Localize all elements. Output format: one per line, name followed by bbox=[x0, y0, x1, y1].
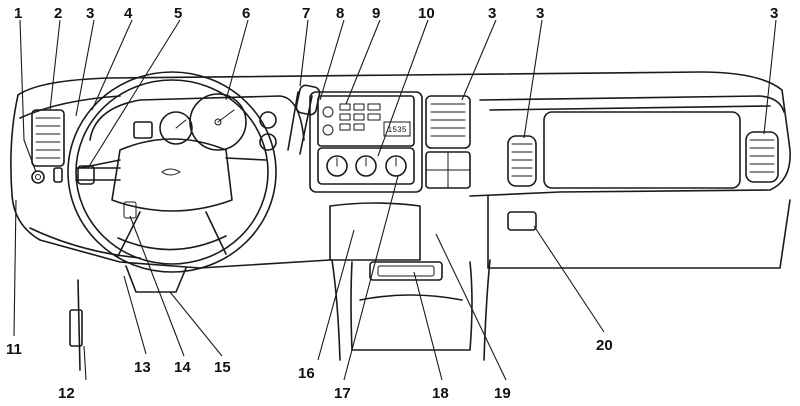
column-shroud bbox=[125, 265, 187, 293]
switch-panel bbox=[425, 151, 471, 189]
instrument-cluster bbox=[89, 93, 305, 151]
callout-8: 8 bbox=[336, 5, 344, 22]
dash-outline bbox=[10, 71, 791, 269]
callout-12: 12 bbox=[58, 385, 75, 402]
radio-display bbox=[383, 121, 411, 137]
headlamp-switch bbox=[31, 167, 63, 184]
callout-11: 11 bbox=[6, 341, 22, 358]
right-center-air-vent bbox=[507, 135, 537, 187]
right-air-vent bbox=[745, 131, 779, 183]
callout-20: 20 bbox=[596, 337, 613, 354]
callout-7: 7 bbox=[302, 5, 310, 22]
shift-lever bbox=[287, 84, 321, 155]
callout-15: 15 bbox=[214, 359, 231, 376]
center-stack bbox=[309, 91, 423, 261]
steering-wheel bbox=[67, 71, 277, 273]
callout-16: 16 bbox=[298, 365, 315, 382]
callout-17: 17 bbox=[334, 385, 351, 402]
ashtray bbox=[369, 261, 443, 281]
callout-4: 4 bbox=[124, 5, 133, 22]
brand-emblem-icon bbox=[161, 168, 181, 176]
callout-10: 10 bbox=[418, 5, 435, 22]
tilt-lever bbox=[123, 201, 137, 219]
radio: 1535 bbox=[317, 95, 415, 147]
callout-18: 18 bbox=[432, 385, 449, 402]
callout-5: 5 bbox=[174, 5, 182, 22]
callout-3-center-vent: 3 bbox=[488, 5, 496, 22]
leader-lines bbox=[13, 19, 777, 381]
callout-2: 2 bbox=[54, 5, 62, 22]
callout-3-left-vent: 3 bbox=[86, 5, 94, 22]
callout-14: 14 bbox=[174, 359, 191, 376]
glove-box bbox=[507, 111, 741, 231]
callout-labels: 1 2 3 4 5 6 7 8 9 10 3 3 3 11 12 13 14 1… bbox=[6, 5, 778, 402]
climate-controls bbox=[317, 147, 415, 185]
callout-9: 9 bbox=[372, 5, 380, 22]
floor-console bbox=[331, 259, 491, 361]
callout-6: 6 bbox=[242, 5, 250, 22]
callout-3-right-center-vent: 3 bbox=[536, 5, 544, 22]
radio-display-text: 1535 bbox=[387, 126, 406, 135]
left-air-vent bbox=[31, 109, 65, 167]
multifunction-stalk bbox=[75, 165, 121, 185]
callout-1: 1 bbox=[14, 5, 22, 22]
callout-19: 19 bbox=[494, 385, 511, 402]
glove-box-latch bbox=[507, 211, 537, 231]
airbag-pad bbox=[111, 138, 233, 212]
callout-3-right-vent: 3 bbox=[770, 5, 778, 22]
center-air-vent bbox=[425, 95, 471, 149]
callout-13: 13 bbox=[134, 359, 151, 376]
hood-release bbox=[69, 309, 83, 347]
